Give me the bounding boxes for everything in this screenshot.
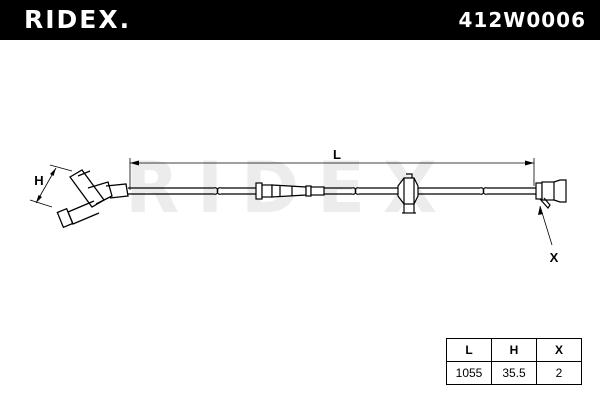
spec-value-l: 1055 (446, 361, 492, 385)
cable (128, 187, 536, 195)
length-label: L (333, 147, 341, 162)
brand-logo: RIDEX. (24, 5, 132, 34)
part-number: 412W0006 (458, 8, 586, 32)
spec-header-x: X (536, 338, 582, 362)
spec-table-header-row: L H X (446, 338, 582, 362)
connector-label: X (550, 250, 559, 265)
spec-table-value-row: 1055 35.5 2 (446, 361, 582, 385)
spec-header-h: H (491, 338, 537, 362)
spec-value-h: 35.5 (491, 361, 537, 385)
spec-header-l: L (446, 338, 492, 362)
length-dimension (129, 158, 535, 190)
sensor-head (56, 169, 129, 229)
grommet (255, 182, 325, 200)
header-bar: RIDEX. 412W0006 (0, 0, 600, 40)
height-dimension (29, 164, 73, 208)
technical-drawing: RIDEX (29, 147, 567, 265)
bracket (397, 173, 419, 214)
spec-value-x: 2 (536, 361, 582, 385)
connector-leader (538, 205, 553, 246)
connector (535, 179, 567, 209)
spec-table: L H X 1055 35.5 2 (446, 338, 582, 385)
height-label: H (34, 173, 43, 188)
